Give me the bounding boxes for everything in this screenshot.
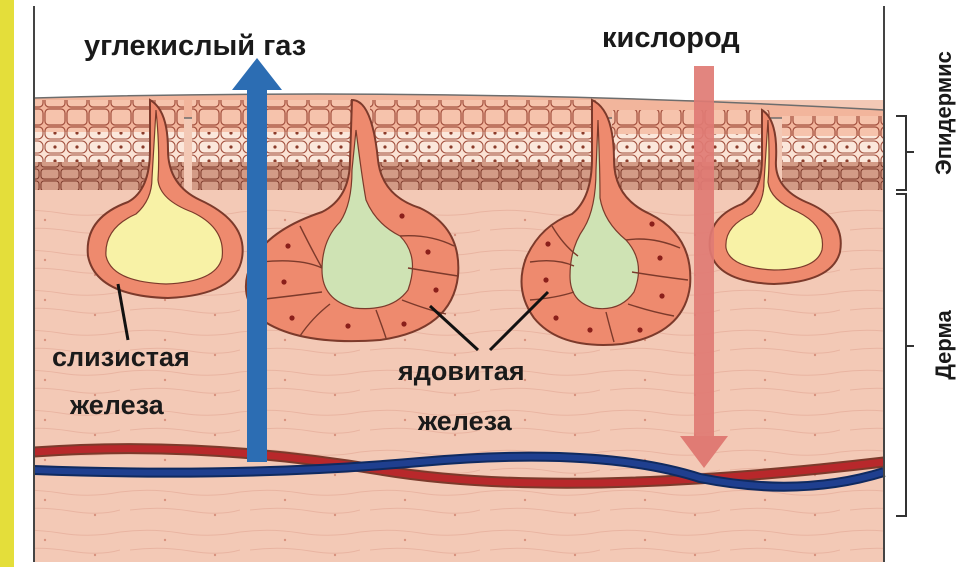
epidermis-label: Эпидермис (933, 43, 955, 183)
mucous-gland-label-1: слизистая (52, 344, 190, 371)
dermis-bracket (896, 194, 914, 516)
mucous-gland-label-2: железа (70, 392, 164, 419)
oxygen-label: кислород (602, 24, 740, 53)
poison-gland-label-2: железа (418, 408, 512, 435)
co2-label: углекислый газ (84, 32, 306, 61)
epidermis-bracket (896, 116, 914, 190)
dermis-label: Дерма (933, 299, 955, 391)
poison-gland-label-1: ядовитая (398, 358, 525, 385)
